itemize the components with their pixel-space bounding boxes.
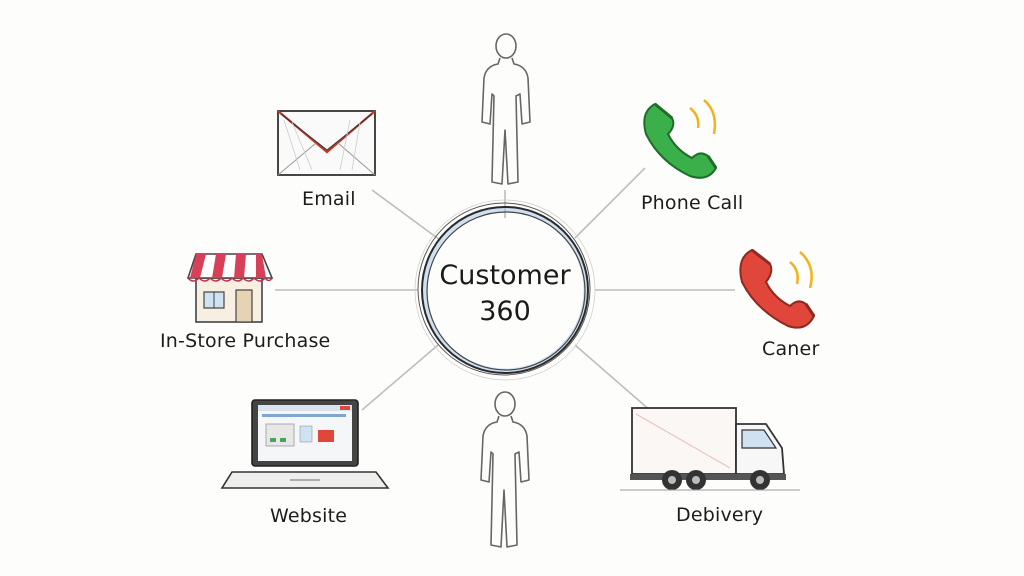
- hub-title-line1: Customer: [439, 260, 571, 291]
- connector-lines: [275, 167, 735, 413]
- hub-circle: [414, 199, 596, 381]
- phone-icon: [643, 99, 718, 179]
- phone-icon: [739, 248, 816, 329]
- hub-title-line2: 360: [479, 296, 531, 327]
- laptop-icon: [220, 399, 390, 489]
- truck-icon: [620, 407, 800, 491]
- delivery-label: Debivery: [676, 504, 764, 526]
- caner-label: Caner: [762, 338, 820, 360]
- website-label: Website: [270, 505, 348, 527]
- person-icon: [481, 33, 531, 185]
- in-store-purchase-label: In-Store Purchase: [160, 330, 331, 352]
- envelope-icon: [277, 110, 376, 176]
- phone-call-label: Phone Call: [641, 192, 744, 214]
- hub-title: Customer 360: [420, 258, 590, 330]
- person-icon: [480, 391, 530, 548]
- storefront-icon: [186, 253, 274, 323]
- email-label: Email: [302, 188, 356, 210]
